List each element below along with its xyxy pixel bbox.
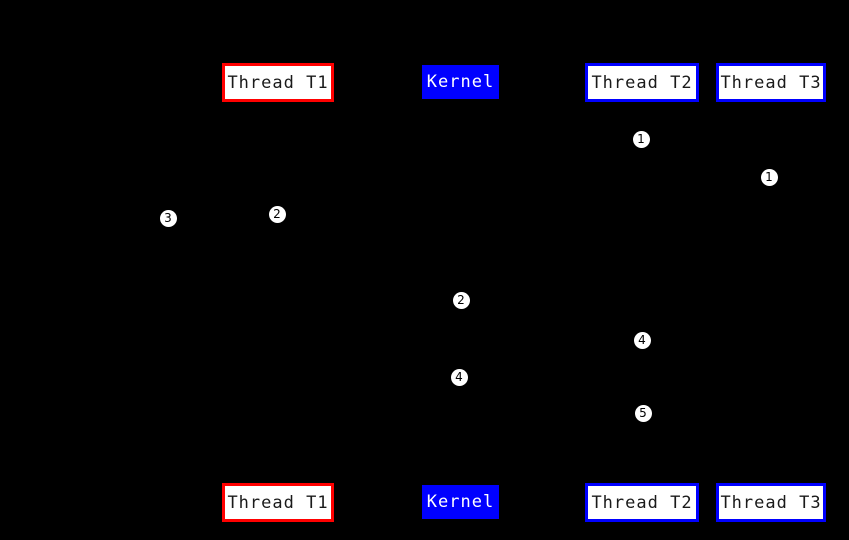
- step-marker-number: 5: [639, 406, 647, 420]
- participant-label: Thread T3: [720, 72, 822, 93]
- participant-box-thread-t3-top: Thread T3: [716, 63, 826, 102]
- step-marker-circle: 4: [633, 331, 651, 349]
- step-marker-circle: 2: [452, 291, 470, 309]
- participant-box-kernel-bottom: Kernel: [422, 485, 499, 519]
- step-marker-circle: 4: [450, 368, 468, 386]
- step-marker-number: 2: [457, 293, 465, 307]
- participant-label: Thread T2: [591, 492, 693, 513]
- participant-label: Thread T3: [720, 492, 822, 513]
- step-marker-number: 4: [455, 370, 463, 384]
- participant-label: Thread T2: [591, 72, 693, 93]
- step-marker-number: 1: [765, 170, 773, 184]
- participant-label: Kernel: [426, 72, 495, 92]
- participant-box-thread-t3-bottom: Thread T3: [716, 483, 826, 522]
- participant-box-thread-t1-bottom: Thread T1: [222, 483, 334, 522]
- participant-box-kernel-top: Kernel: [422, 65, 499, 99]
- step-marker-number: 2: [273, 207, 281, 221]
- step-marker-circle: 1: [632, 130, 650, 148]
- step-marker-circle: 2: [268, 205, 286, 223]
- participant-box-thread-t1-top: Thread T1: [222, 63, 334, 102]
- participant-box-thread-t2-bottom: Thread T2: [585, 483, 699, 522]
- participant-box-thread-t2-top: Thread T2: [585, 63, 699, 102]
- participant-label: Kernel: [426, 492, 495, 512]
- step-marker-circle: 1: [760, 168, 778, 186]
- step-marker-number: 3: [164, 211, 172, 225]
- step-marker-number: 4: [638, 333, 646, 347]
- step-marker-number: 1: [637, 132, 645, 146]
- step-marker-circle: 3: [159, 209, 177, 227]
- participant-label: Thread T1: [227, 72, 329, 93]
- step-marker-circle: 5: [634, 404, 652, 422]
- participant-label: Thread T1: [227, 492, 329, 513]
